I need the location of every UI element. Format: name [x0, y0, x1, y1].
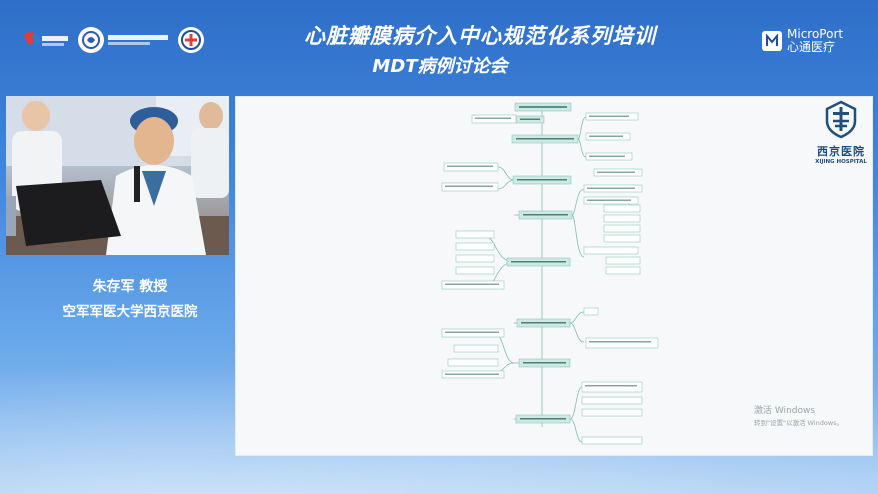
association-logo	[78, 26, 168, 54]
sponsor-name-en: MicroPort	[787, 27, 844, 41]
conference-title: 心脏瓣膜病介入中心规范化系列培训	[304, 24, 656, 48]
conference-subtitle: MDT病例讨论会	[372, 56, 508, 77]
shared-slide: 西京医院 XIJING HOSPITAL 激活 Windows 转到"设置"以激…	[235, 96, 873, 456]
partner-logos	[22, 26, 204, 54]
hospital-name-cn: 西京医院	[817, 145, 865, 158]
sponsor-logo: MicroPort 心通医疗	[762, 28, 843, 54]
mindmap-diagram	[441, 102, 659, 445]
watermark-title: 激活 Windows	[754, 406, 816, 416]
hospital-seal-logo	[178, 26, 204, 54]
microport-icon	[762, 31, 782, 51]
hospital-logo: 西京医院 XIJING HOSPITAL	[811, 99, 871, 165]
heart-hand-logo	[22, 26, 68, 54]
hospital-emblem-icon	[825, 100, 857, 139]
presenter-name: 朱存军 教授	[92, 279, 168, 295]
hospital-name-en: XIJING HOSPITAL	[815, 159, 867, 165]
presenter-video	[6, 96, 229, 255]
sponsor-name-cn: 心通医疗	[787, 40, 836, 54]
presenter-organization: 空军军医大学西京医院	[62, 304, 198, 320]
activation-watermark: 激活 Windows 转到"设置"以激活 Windows。	[754, 403, 843, 427]
watermark-subtitle: 转到"设置"以激活 Windows。	[754, 419, 844, 427]
